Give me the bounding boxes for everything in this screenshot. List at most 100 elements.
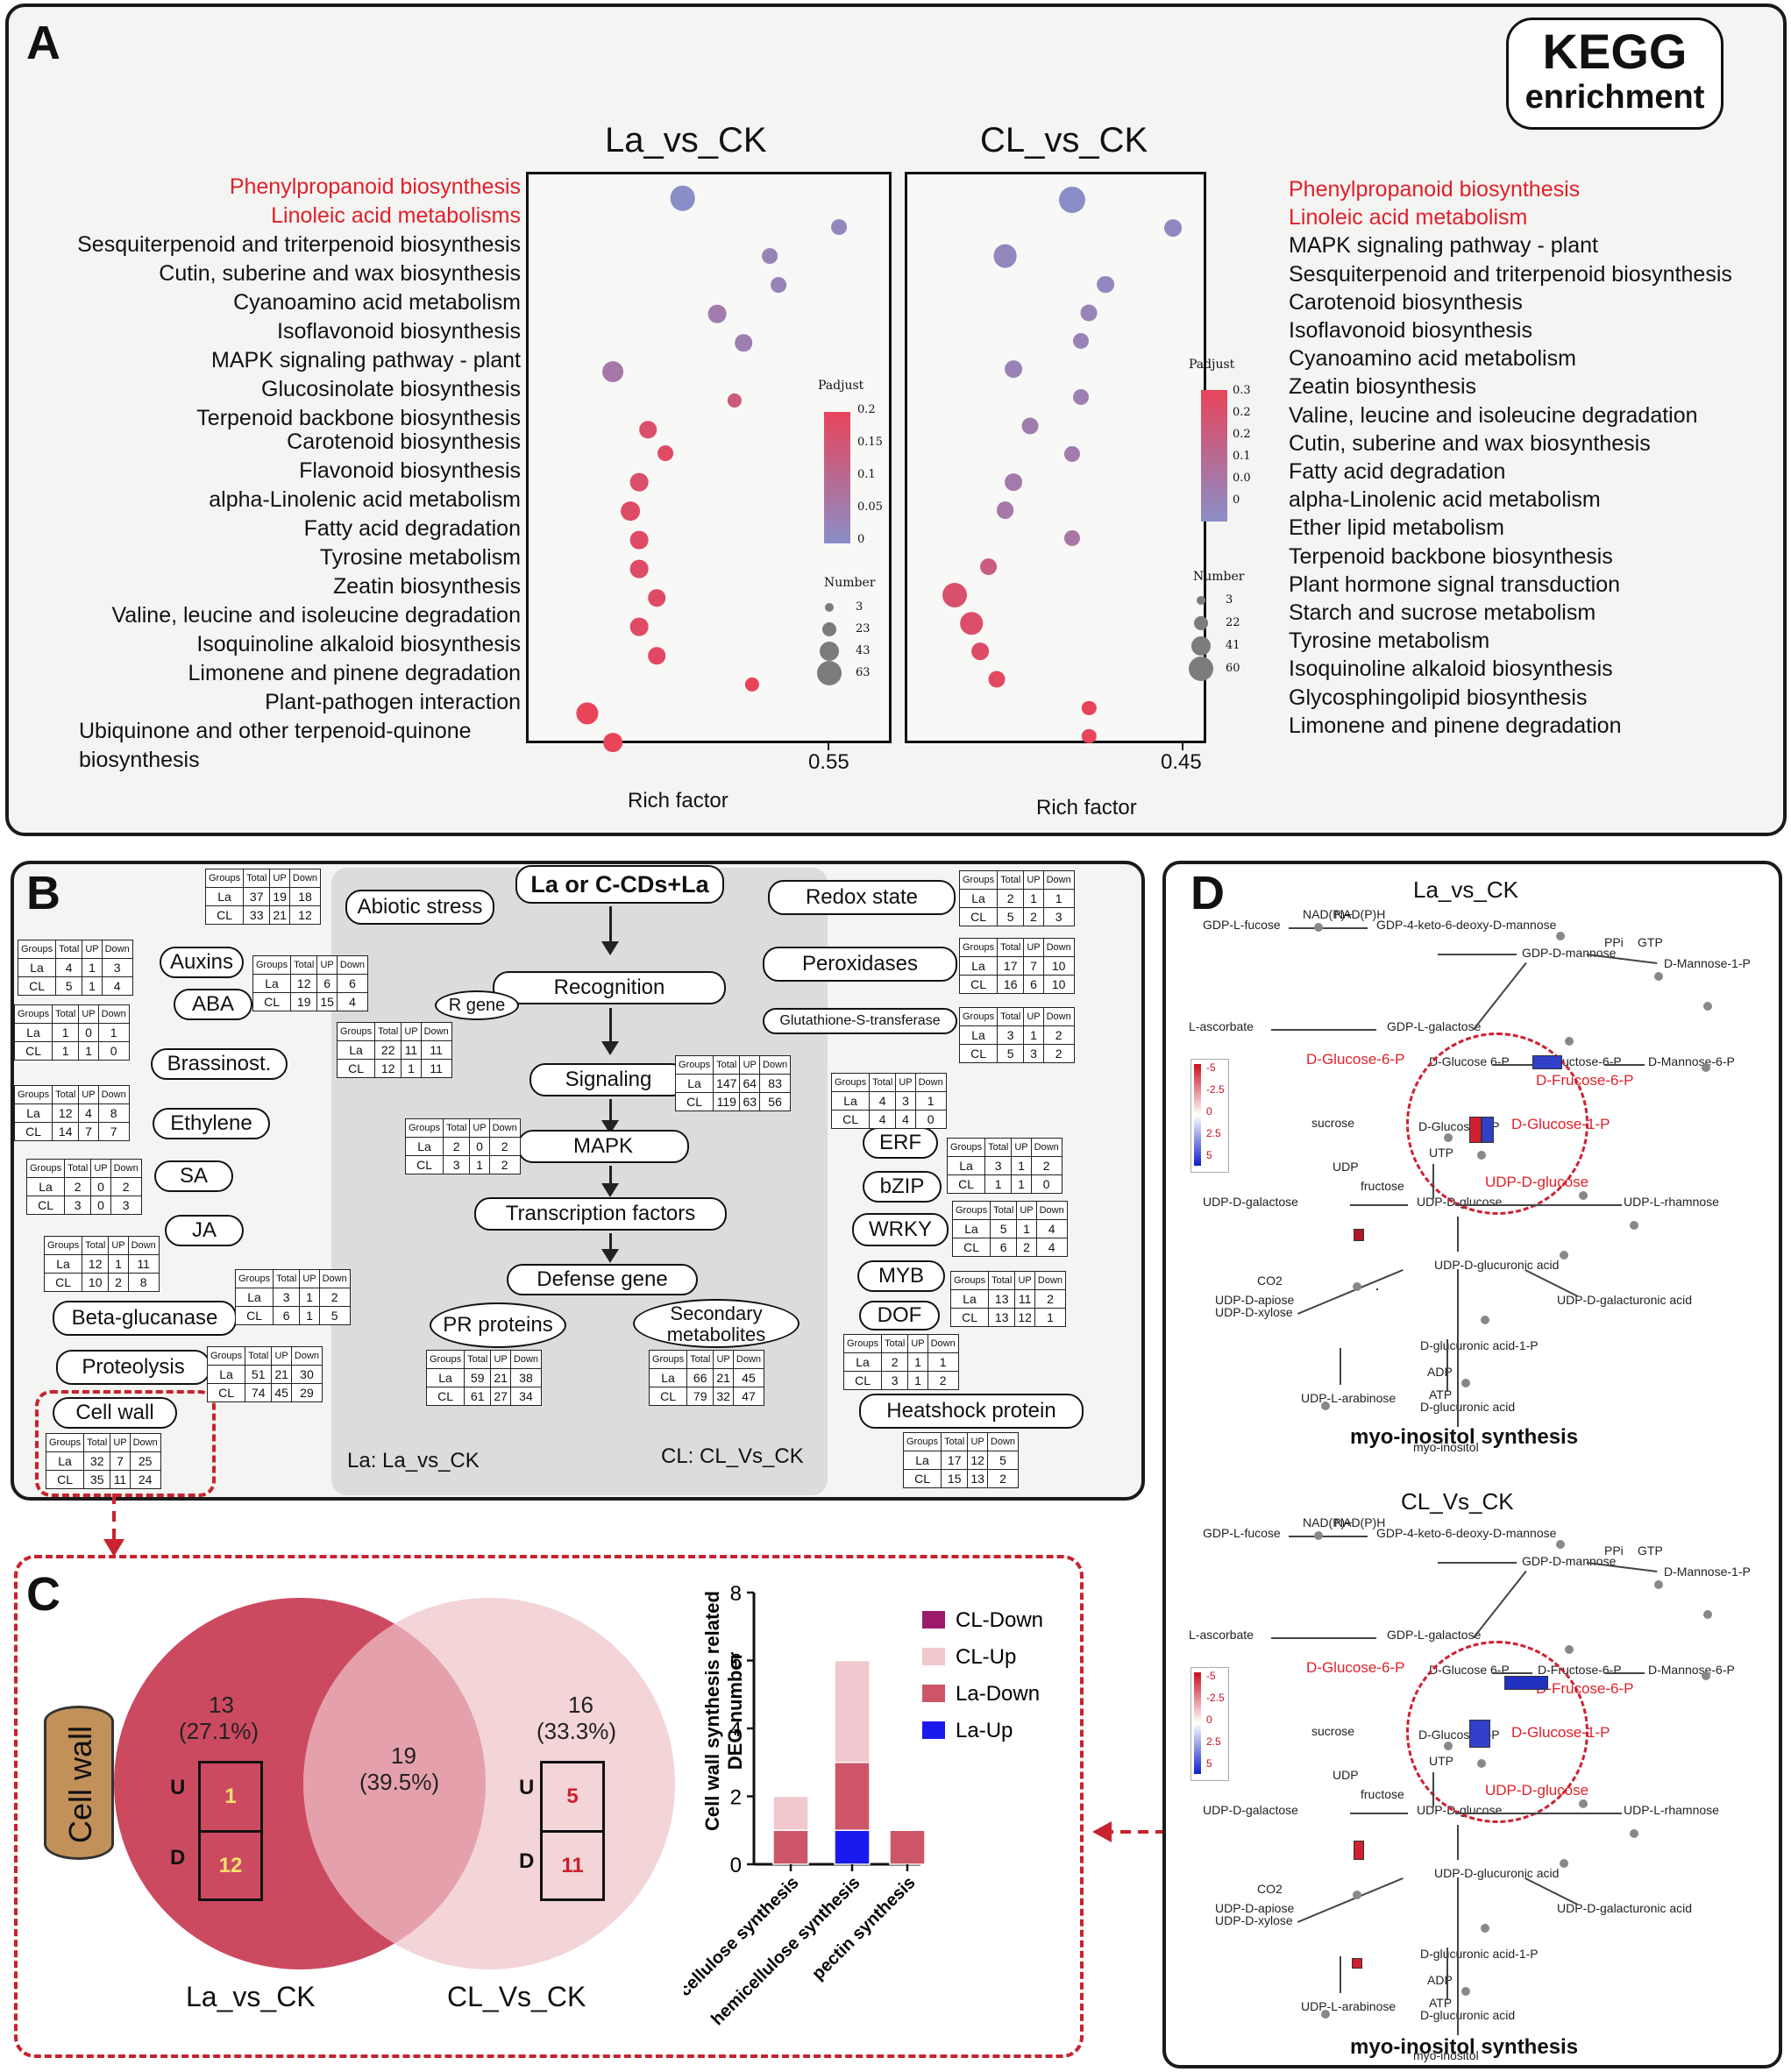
number-tick: 43 bbox=[856, 644, 871, 657]
table-header-cell: UP bbox=[90, 1159, 111, 1178]
bubble-point bbox=[602, 361, 624, 382]
y-tick-label: 8 bbox=[730, 1582, 742, 1606]
pathway-dot bbox=[1630, 1829, 1638, 1838]
pathway-node: sucrose bbox=[1311, 1724, 1355, 1738]
table-cell: 2 bbox=[443, 1137, 471, 1156]
table-cell: 1 bbox=[299, 1306, 320, 1325]
pathway-dot bbox=[1444, 1133, 1453, 1142]
right-term: Zeatin biosynthesis bbox=[1289, 374, 1477, 400]
padjust-tick: 0 bbox=[1233, 493, 1240, 507]
table-cell: La bbox=[25, 1177, 66, 1196]
bubble-point bbox=[648, 589, 665, 607]
table-cell: 3 bbox=[1023, 1044, 1044, 1063]
left-term: biosynthesis bbox=[79, 748, 200, 772]
pathway-node: L-ascorbate bbox=[1189, 1628, 1254, 1642]
table-cell: La bbox=[336, 1040, 376, 1060]
legend-swatch bbox=[922, 1685, 945, 1702]
table-cell: La bbox=[404, 1137, 444, 1156]
pathway-dot bbox=[1353, 1282, 1361, 1291]
table-cell: 1 bbox=[1023, 1025, 1044, 1045]
table-cell: 3 bbox=[273, 1288, 301, 1307]
table-cell: 27 bbox=[490, 1387, 511, 1406]
table-cell: 12 bbox=[288, 905, 322, 925]
legend-swatch bbox=[922, 1611, 945, 1629]
table-header-cell: UP bbox=[1023, 870, 1044, 890]
venn-right-count: 16 bbox=[568, 1692, 593, 1718]
table-cell: La bbox=[958, 889, 999, 908]
number-legend-dot bbox=[1189, 656, 1213, 681]
bubble-point bbox=[993, 244, 1018, 268]
right-term: Plant hormone signal transduction bbox=[1289, 571, 1621, 597]
table-cell: 83 bbox=[759, 1074, 792, 1093]
table-header-cell: Down bbox=[1042, 938, 1075, 957]
table-header-cell: UP bbox=[1016, 1201, 1037, 1220]
table-cell: 2 bbox=[488, 1137, 521, 1156]
table-cell: 1 bbox=[1034, 1308, 1067, 1327]
table-cell: 7 bbox=[1023, 956, 1044, 976]
number-tick: 3 bbox=[856, 600, 864, 614]
scale-tick: 2.5 bbox=[1206, 1735, 1221, 1748]
venn-right-circle bbox=[303, 1598, 675, 1969]
number-legend-dot bbox=[825, 603, 834, 612]
table-cell: 63 bbox=[739, 1092, 761, 1111]
arrow-3 bbox=[601, 1099, 619, 1134]
table-cell: La bbox=[234, 1288, 274, 1307]
table-cell: 4 bbox=[1035, 1238, 1068, 1257]
table-header-cell: Groups bbox=[13, 1004, 53, 1024]
label-erf: ERF bbox=[863, 1127, 938, 1159]
left-term: Glucosinolate biosynthesis bbox=[261, 377, 521, 401]
table-cell: 3 bbox=[101, 958, 133, 977]
table-cell: La bbox=[830, 1091, 871, 1111]
right-term: alpha-Linolenic acid metabolism bbox=[1289, 487, 1601, 513]
table-cell: 2 bbox=[1042, 1044, 1075, 1063]
bubble-point bbox=[1082, 700, 1097, 715]
table-header-cell: Total bbox=[997, 938, 1025, 957]
table-cell: 1 bbox=[907, 1371, 928, 1390]
bubble-point bbox=[1064, 445, 1081, 462]
pathway-node: CO2 bbox=[1257, 1274, 1283, 1288]
right-term: Terpenoid backbone biosynthesis bbox=[1289, 543, 1613, 569]
pathway-arrow bbox=[1457, 1825, 1459, 1860]
pathway-node: UDP-L-arabinose bbox=[1301, 1999, 1397, 2013]
table-header-cell: UP bbox=[1011, 1138, 1032, 1157]
cell-wall-tube: Cell wall bbox=[44, 1706, 114, 1860]
left-term: Terpenoid backbone biosynthesis bbox=[196, 406, 521, 430]
table-header-cell: UP bbox=[82, 940, 103, 959]
legend-label: CL-Down bbox=[956, 1608, 1043, 1632]
table-header-cell: Total bbox=[984, 1138, 1013, 1157]
table-header-cell: Groups bbox=[842, 1334, 883, 1353]
table-header-cell: UP bbox=[78, 1085, 99, 1104]
padjust-tick: 0.15 bbox=[857, 436, 883, 449]
flow-signaling: Signaling bbox=[529, 1063, 687, 1096]
bar-segment bbox=[834, 1762, 871, 1831]
table-header-cell: Groups bbox=[425, 1350, 466, 1369]
venn-left-pct: (27.1%) bbox=[179, 1718, 259, 1744]
table-cell: 3 bbox=[110, 1196, 142, 1215]
pathway-dot bbox=[1314, 923, 1323, 932]
panel-c-label: C bbox=[26, 1568, 60, 1621]
pathway-arrow bbox=[1455, 1204, 1622, 1206]
left-term: Zeatin biosynthesis bbox=[332, 574, 521, 599]
table-cell: 32 bbox=[83, 1451, 111, 1471]
table-header-cell: UP bbox=[895, 1073, 916, 1092]
pathway-node: GDP-4-keto-6-deoxy-D-mannose bbox=[1376, 1526, 1557, 1540]
table-cell: 32 bbox=[713, 1387, 734, 1406]
bubble-right-title: CL_vs_CK bbox=[980, 121, 1148, 160]
table-cell: La bbox=[252, 974, 292, 993]
table-header-cell: Down bbox=[986, 1432, 1020, 1451]
pathway-node: fructose bbox=[1361, 1179, 1404, 1193]
table-cell: 1 bbox=[82, 976, 103, 996]
table-cell: CL bbox=[946, 1174, 986, 1194]
table-header-cell: Groups bbox=[830, 1073, 871, 1092]
highlight-circle bbox=[1406, 1032, 1588, 1215]
scale-tick: -2.5 bbox=[1206, 1083, 1225, 1096]
bubble-point bbox=[648, 647, 665, 664]
table-cell: 18 bbox=[288, 887, 322, 906]
table-cell: 12 bbox=[374, 1059, 402, 1078]
pathway-node: GDP-L-galactose bbox=[1387, 1628, 1482, 1642]
pathway-arrow bbox=[1455, 1813, 1622, 1814]
table-cell: 7 bbox=[97, 1122, 130, 1141]
